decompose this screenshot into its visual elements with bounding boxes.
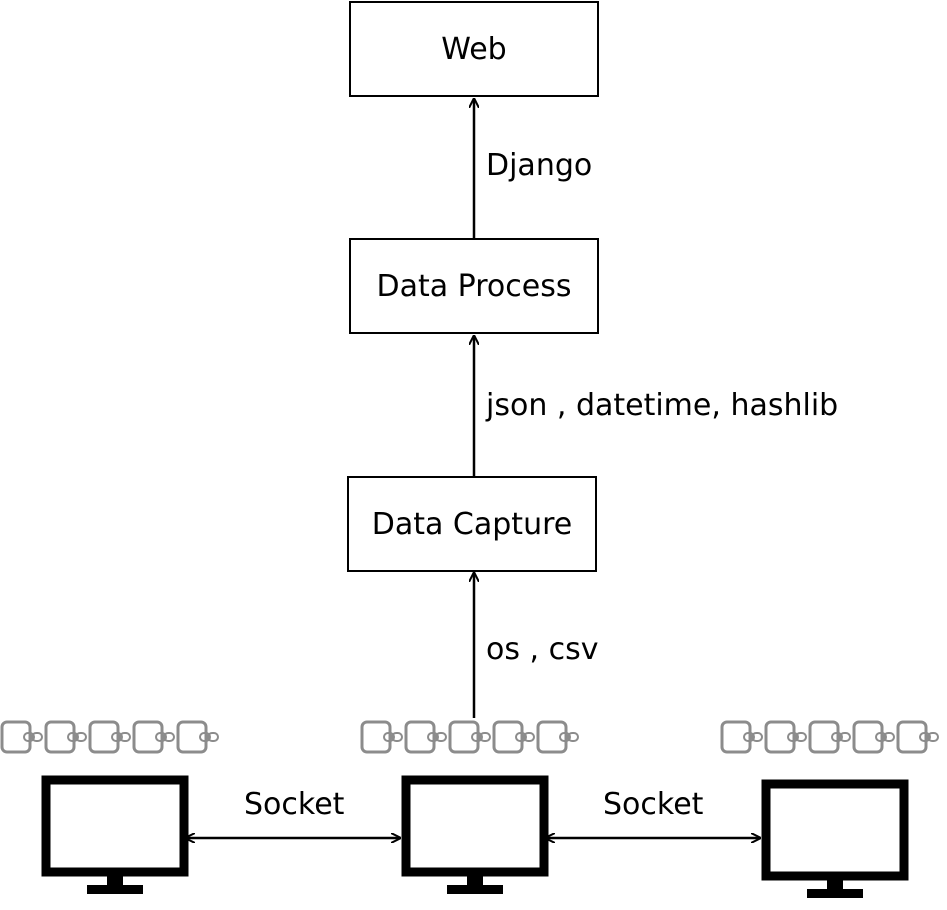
- edge-label-json-datetime-hashlib: json , datetime, hashlib: [486, 388, 839, 423]
- computer-center-icon: [401, 775, 549, 894]
- data-capture-node-label: Data Capture: [371, 506, 573, 542]
- chain-icon: [360, 720, 579, 754]
- data-process-node-label: Data Process: [376, 268, 572, 304]
- chain-icon: [720, 720, 939, 754]
- edge-label-os-csv: os , csv: [486, 632, 599, 667]
- data-process-node: Data Process: [349, 238, 599, 334]
- web-node: Web: [349, 1, 599, 97]
- data-capture-node: Data Capture: [347, 476, 597, 572]
- web-node-label: Web: [441, 31, 507, 67]
- computer-left-icon: [41, 775, 189, 894]
- edge-label-django: Django: [486, 148, 593, 183]
- socket-label-right: Socket: [603, 787, 704, 822]
- chain-icon: [0, 720, 219, 754]
- socket-label-left: Socket: [244, 787, 345, 822]
- chain-icon: [0, 720, 939, 754]
- computer-right-icon: [761, 779, 909, 898]
